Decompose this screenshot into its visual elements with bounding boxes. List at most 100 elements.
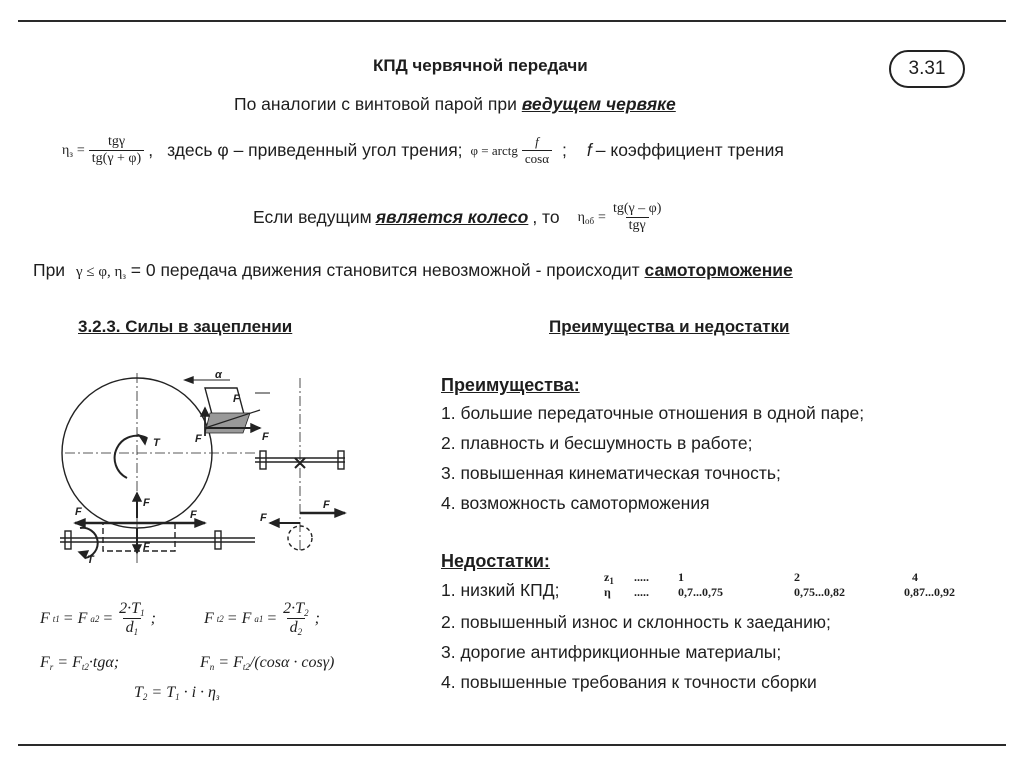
force-formula-3: Fr = Ft2·tgα; (40, 654, 119, 672)
label-alpha: α (215, 369, 223, 381)
wheel-emphasis: является колесо (375, 207, 529, 227)
efficiency-fraction: tgγ tg(γ + φ) (88, 134, 145, 167)
f5-rest: = T (151, 684, 176, 701)
f2-symbol: F (204, 609, 214, 627)
fraction-denominator: tg(γ + φ) (88, 150, 145, 167)
f1-num: 2·T (119, 600, 141, 617)
efficiency-equation-worm: ηз = tgγ tg(γ + φ) , здесь φ – приведенн… (62, 134, 784, 167)
force-formula-4: Fn = Ft2/(cosα · cosγ) (200, 654, 334, 672)
eta-subscript: з (69, 148, 73, 159)
self-locking-line: При γ ≤ φ, ηз = 0 передача движения стан… (33, 260, 793, 281)
label-fa2: F (323, 499, 330, 511)
wheel-numerator: tg(γ – φ) (612, 201, 662, 216)
advantages-list: 1. большие передаточные отношения в одно… (441, 403, 864, 523)
f1-sub2: a2 (90, 613, 100, 624)
f3-symbol: F (40, 654, 50, 671)
slide-number-badge: 3.31 (889, 50, 965, 88)
phi-definition: φ = arctg (470, 142, 518, 158)
eta-ob-symbol: η (577, 209, 585, 225)
comma: , (148, 140, 154, 160)
wheel-fraction: tg(γ – φ) tgγ (610, 201, 664, 234)
semicolon: ; (562, 140, 567, 160)
wheel-text-after: , то (532, 207, 560, 227)
f5-sub2: 1 (175, 692, 180, 702)
f1-sub: t1 (52, 613, 60, 624)
fraction-numerator: tgγ (107, 134, 126, 149)
efficiency-equation-wheel: Если ведущим является колесо , то ηоб = … (253, 201, 664, 234)
f-symbol: f (586, 140, 592, 160)
f1-end: ; (150, 609, 156, 627)
f1-eq2: = (102, 609, 114, 627)
f1-symbol: F (40, 609, 50, 627)
slide-title: КПД червячной передачи (373, 56, 588, 75)
slide-number: 3.31 (908, 58, 946, 79)
top-rule (18, 20, 1006, 22)
eta-symbol: η (62, 142, 70, 158)
z-value: 1 (678, 570, 684, 584)
f-description: – коэффициент трения (595, 140, 784, 160)
f2-sub: t2 (216, 613, 224, 624)
advantage-item: 2. плавность и бесшумность в работе; (441, 433, 753, 453)
label-fr-top: F (195, 433, 202, 445)
f1-fraction: 2·T1 d1 (116, 600, 147, 637)
z-dots: ..... (634, 570, 649, 584)
f2-sub2: a1 (254, 613, 264, 624)
f2-num: 2·T (283, 600, 305, 617)
f5-sub3: з (216, 692, 220, 702)
label-ft2-left: F (75, 506, 82, 518)
f4-sub2: t2 (242, 662, 250, 672)
z-value: 2 (794, 570, 800, 584)
torque-formula: T2 = T1 · i · ηз (134, 684, 220, 702)
f1-den-sub: 1 (133, 627, 139, 637)
eta-ob-subscript: об (584, 215, 595, 226)
f2-end: ; (314, 609, 320, 627)
f3-sub: r (49, 662, 54, 672)
f2-num-sub: 2 (304, 608, 309, 618)
f2-fraction: 2·T2 d2 (280, 600, 311, 637)
disadvantage-item: 3. дорогие антифрикционные материалы; (441, 642, 782, 662)
f4-end: /(cosα · cosγ) (249, 654, 335, 671)
f2-eq2: = (266, 609, 278, 627)
f2-den-sub: 2 (297, 627, 303, 637)
disadvantages-list: 1. низкий КПД; 2. повышенный износ и скл… (441, 580, 831, 702)
advantage-item: 1. большие передаточные отношения в одно… (441, 403, 865, 423)
eta-value: 0,7...0,75 (678, 585, 723, 599)
equals-sign-2: = (598, 209, 606, 225)
torque-t2-arc (113, 434, 148, 479)
label-fr-bot: F (143, 541, 150, 553)
f5-sub: 2 (142, 692, 148, 702)
eta-value: 0,75...0,82 (794, 585, 845, 599)
advantages-title: Преимущества: (441, 375, 580, 395)
f1-eq: = F (62, 609, 88, 627)
wheel-denominator: tgγ (625, 217, 649, 234)
disadvantages-title: Недостатки: (441, 551, 550, 571)
f3-end: ·tgα; (88, 654, 120, 671)
pros-cons-section-title: Преимущества и недостатки (549, 317, 790, 336)
label-fa1: F (190, 509, 197, 521)
f3-rest: = F (57, 654, 82, 671)
f4-rest: = F (218, 654, 243, 671)
intro-text: По аналогии с винтовой парой при (234, 94, 517, 114)
f5-symbol: T (134, 684, 143, 701)
self-lock-condition: γ ≤ φ, η (75, 264, 123, 280)
bottom-rule (18, 744, 1006, 746)
phi-fraction: f cosα (521, 134, 552, 167)
here-text: здесь φ – приведенный угол трения; (167, 140, 463, 160)
disadvantage-item: 2. повышенный износ и склонность к заеда… (441, 612, 831, 632)
label-ft2-fa1: F (233, 393, 240, 405)
advantage-item: 4. возможность самоторможения (441, 493, 710, 513)
self-lock-text: = 0 передача движения становится невозмо… (130, 260, 640, 280)
f2-den: d (289, 619, 298, 636)
f5-end: · i · η (183, 684, 216, 701)
f4-symbol: F (200, 654, 210, 671)
phi-denominator: cosα (521, 150, 552, 167)
eta-value: 0,87...0,92 (904, 585, 955, 599)
disadvantage-item: 1. низкий КПД; (441, 580, 560, 600)
eta-label: η (604, 585, 611, 599)
eta-dots: ..... (634, 585, 649, 599)
self-lock-pri: При (33, 260, 66, 280)
f1-den: d (125, 619, 134, 636)
advantage-item: 3. повышенная кинематическая точность; (441, 463, 781, 483)
